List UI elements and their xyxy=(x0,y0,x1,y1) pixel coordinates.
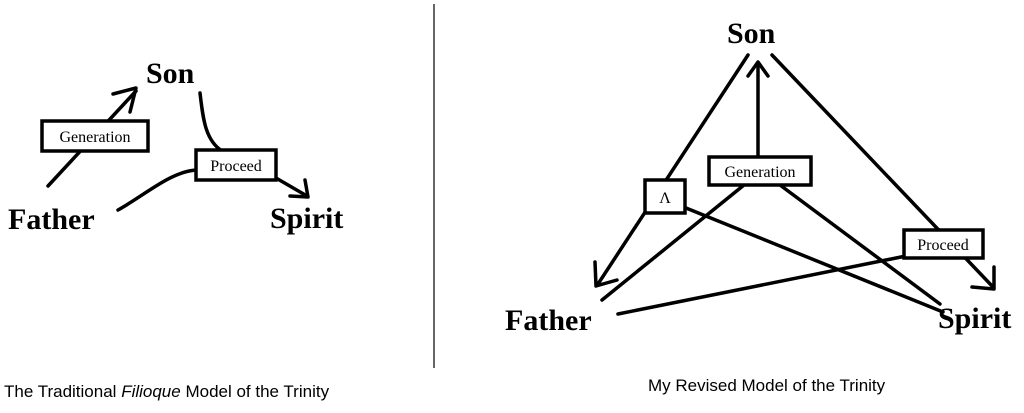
right-father-label: Father xyxy=(505,304,592,337)
left-spirit-label: Spirit xyxy=(270,202,343,235)
right-spirit-label: Spirit xyxy=(938,302,1011,335)
left-father-proceed-line xyxy=(116,168,198,212)
right-son-father-arrowhead xyxy=(593,260,619,288)
right-generation-spirit-line xyxy=(778,183,942,306)
right-proceed-label: Proceed xyxy=(917,237,969,254)
right-generation-box xyxy=(707,155,813,187)
left-caption: The Traditional Filioque Model of the Tr… xyxy=(4,382,329,402)
left-son-label: Son xyxy=(146,57,195,90)
left-proceed-box xyxy=(194,148,278,182)
left-proceed-spirit-line xyxy=(274,176,309,198)
left-caption-emphasis: Filioque xyxy=(121,382,181,401)
right-and-label: Λ xyxy=(659,190,671,207)
left-generation-arrowhead xyxy=(111,86,138,114)
right-generation-label: Generation xyxy=(724,164,795,181)
left-model: Generation Proceed Son Father Spirit xyxy=(8,57,343,236)
right-son-father-line xyxy=(596,53,750,286)
right-and-box xyxy=(643,178,687,215)
left-proceed-label: Proceed xyxy=(210,158,262,175)
right-proceed-box xyxy=(902,228,985,260)
right-son-label: Son xyxy=(727,17,776,50)
left-caption-prefix: The Traditional xyxy=(4,382,122,401)
right-father-proceed-line xyxy=(616,254,908,316)
left-generation-box xyxy=(40,119,150,153)
right-generation-arrowhead xyxy=(746,60,770,78)
right-model: Λ Generation Proceed Son Father Spirit xyxy=(505,17,1011,337)
right-father-generation-line xyxy=(600,183,746,302)
left-caption-suffix: Model of the Trinity xyxy=(180,382,330,401)
right-and-spirit-line xyxy=(684,206,945,314)
left-generation-label: Generation xyxy=(59,129,130,146)
left-son-proceed-line xyxy=(198,91,224,153)
right-son-spirit-arrowhead xyxy=(970,265,996,291)
right-caption: My Revised Model of the Trinity xyxy=(648,376,886,395)
left-father-label: Father xyxy=(8,203,95,236)
left-proceed-arrowhead xyxy=(288,178,310,199)
